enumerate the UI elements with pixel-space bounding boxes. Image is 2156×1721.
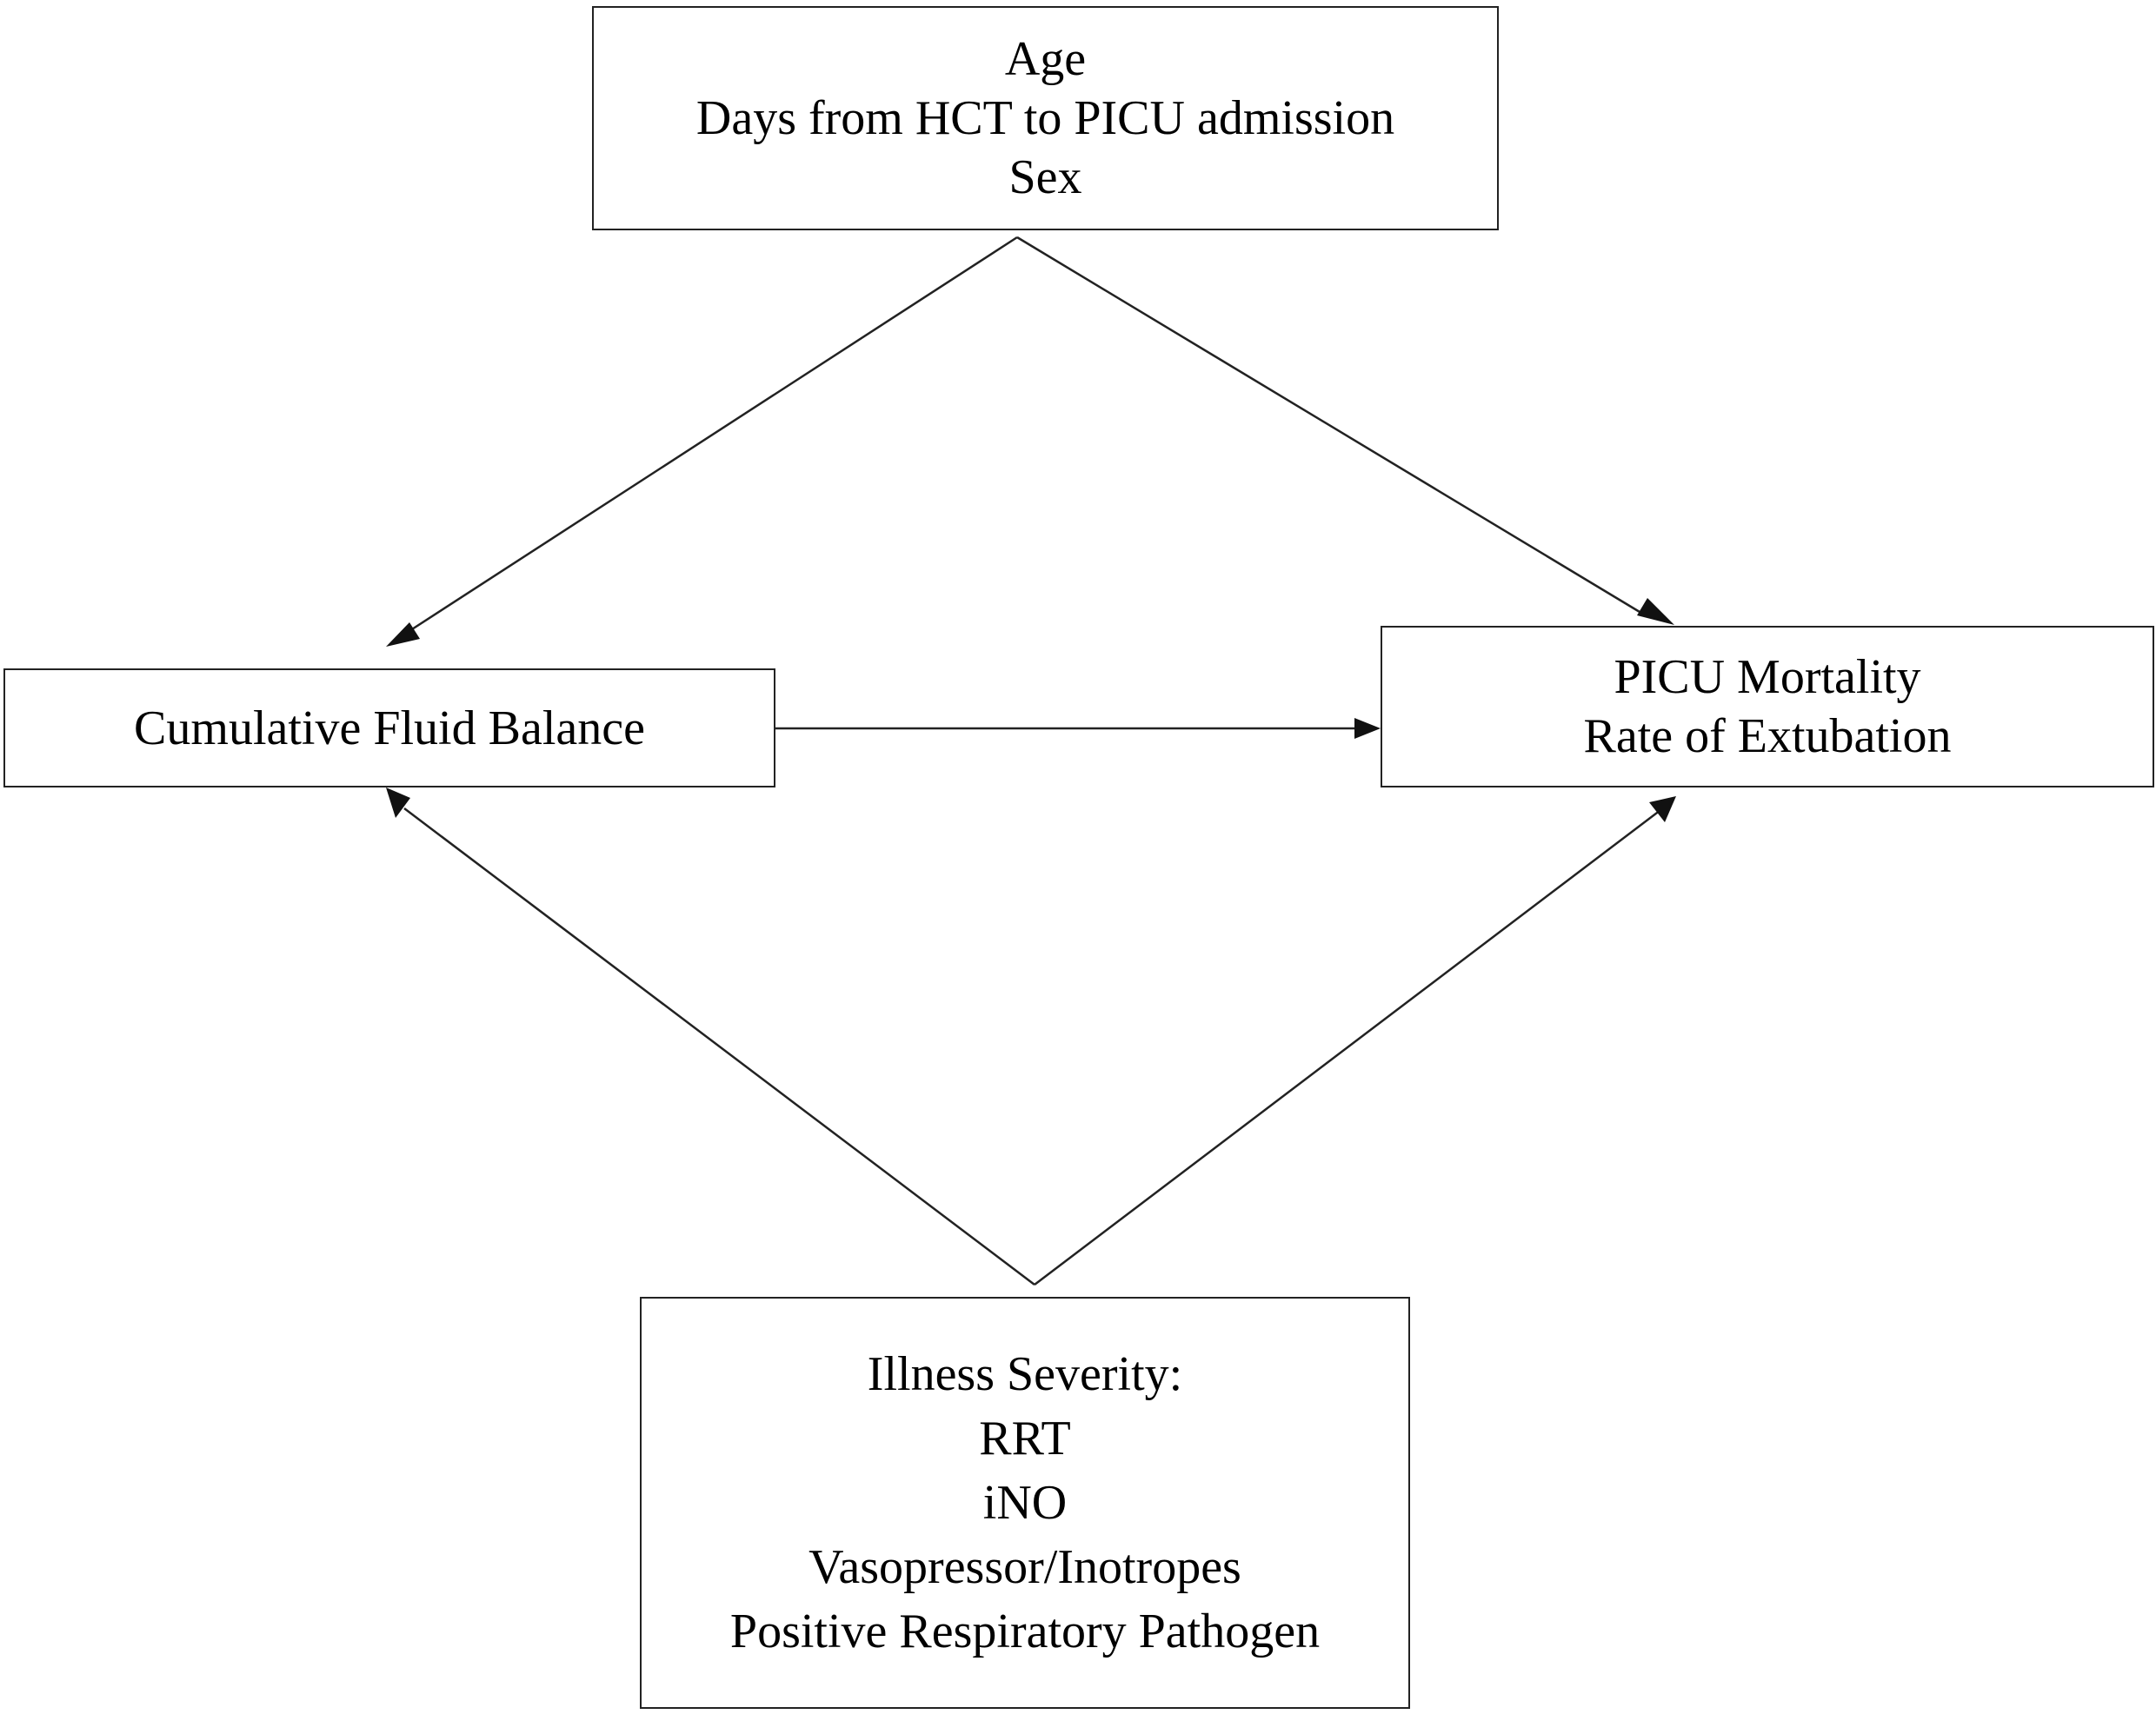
confounder-days-label: Days from HCT to PICU admission xyxy=(695,91,1395,145)
outcome-extubation-label: Rate of Extubation xyxy=(1583,709,1952,763)
exposure-box: Cumulative Fluid Balance xyxy=(3,668,775,787)
outcome-mortality-label: PICU Mortality xyxy=(1614,650,1921,704)
confounder-sex-label: Sex xyxy=(1008,150,1082,204)
edge-severity-to-outcomes xyxy=(1034,796,1676,1286)
severity-pathogen-label: Positive Respiratory Pathogen xyxy=(729,1605,1321,1658)
confounder-age-label: Age xyxy=(1004,32,1087,86)
edge-confounders-to-outcomes xyxy=(1016,236,1674,625)
edge-exposure-to-outcomes xyxy=(775,718,1381,739)
edge-line xyxy=(403,807,1035,1286)
arrowhead xyxy=(386,787,410,818)
exposure-label: Cumulative Fluid Balance xyxy=(134,701,645,755)
severity-rrt-label: RRT xyxy=(979,1412,1071,1465)
outcomes-box: PICU Mortality Rate of Extubation xyxy=(1381,626,2154,787)
arrowhead xyxy=(1637,598,1674,625)
severity-vasopressor-label: Vasopressor/Inotropes xyxy=(808,1540,1241,1594)
severity-heading: Illness Severity: xyxy=(867,1347,1183,1401)
severity-ino-label: iNO xyxy=(982,1476,1068,1530)
illness-severity-box: Illness Severity: RRT iNO Vasopressor/In… xyxy=(640,1297,1410,1709)
edge-line xyxy=(1034,809,1661,1286)
edge-line xyxy=(1016,236,1645,616)
edge-severity-to-exposure xyxy=(386,787,1035,1286)
arrowhead xyxy=(1649,796,1676,822)
arrowhead xyxy=(1354,718,1381,739)
confounders-box: Age Days from HCT to PICU admission Sex xyxy=(592,6,1499,230)
arrowhead xyxy=(386,622,420,647)
edge-line xyxy=(399,236,1018,639)
edge-confounders-to-exposure xyxy=(386,236,1018,647)
